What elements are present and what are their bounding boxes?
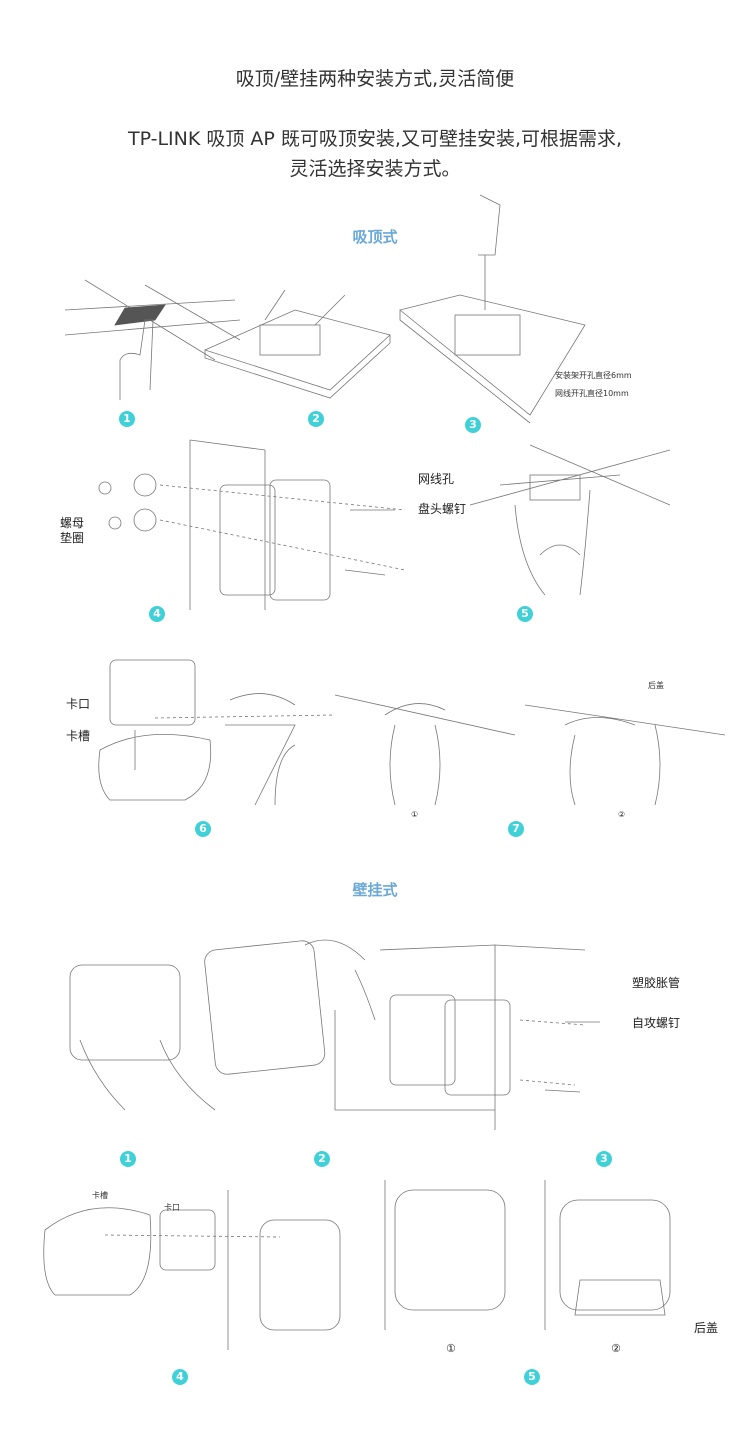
wall-heading: 壁挂式 <box>352 881 398 899</box>
step-number: 1 <box>119 411 135 427</box>
step-number: 3 <box>465 417 481 433</box>
label-cable-hole: 网线孔 <box>418 472 455 486</box>
label-washer: 垫圈 <box>60 531 85 545</box>
ceiling-heading: 吸顶式 <box>352 228 398 246</box>
label-clip: 卡口 <box>164 1203 180 1212</box>
wall-attach-illustration <box>43 1180 671 1350</box>
wall-screw-exploded-illustration <box>98 439 406 610</box>
subtitle-line-1: TP-LINK 吸顶 AP 既可吸顶安装,又可壁挂安装,可根据需求, <box>127 128 623 150</box>
label-clip: 卡口 <box>66 697 91 711</box>
label-slot: 卡槽 <box>92 1191 108 1200</box>
label-self-tap-screw: 自攻螺钉 <box>632 1016 681 1030</box>
label-pan-screw: 盘头螺钉 <box>418 502 467 516</box>
ceiling-attach-illustration <box>98 659 726 806</box>
ceiling-mount-hands-illustration <box>469 444 671 596</box>
step-number: 7 <box>508 821 524 837</box>
sub-step-2: ② <box>611 1342 621 1355</box>
label-back-cover: 后盖 <box>648 681 664 690</box>
label-back-cover: 后盖 <box>694 1321 719 1335</box>
wall-mount-illustration <box>69 939 600 1130</box>
step-number: 4 <box>149 606 165 622</box>
bracket-template-illustration <box>203 289 391 399</box>
label-nut: 螺母 <box>60 516 85 530</box>
label-slot: 卡槽 <box>66 729 91 743</box>
ceiling-grid-illustration <box>64 279 241 400</box>
sub-step-1: ① <box>411 810 419 819</box>
step-number: 6 <box>195 821 211 837</box>
step-number: 5 <box>524 1369 540 1385</box>
drilling-illustration <box>399 194 586 424</box>
sub-step-2: ② <box>618 810 626 819</box>
step-number: 3 <box>596 1151 612 1167</box>
label-anchor: 塑胶胀管 <box>632 976 681 990</box>
subtitle-line-2: 灵活选择安装方式。 <box>289 158 461 180</box>
sub-step-1: ① <box>446 1342 456 1355</box>
step-number: 5 <box>517 606 533 622</box>
step-number: 2 <box>314 1151 330 1167</box>
step-number: 4 <box>172 1369 188 1385</box>
step-number: 2 <box>308 411 324 427</box>
label-cable-hole-size: 网线开孔直径10mm <box>555 389 629 398</box>
step-number: 1 <box>120 1151 136 1167</box>
page-title: 吸顶/壁挂两种安装方式,灵活简便 <box>235 68 515 90</box>
label-bracket-hole: 安装架开孔直径6mm <box>555 371 632 380</box>
